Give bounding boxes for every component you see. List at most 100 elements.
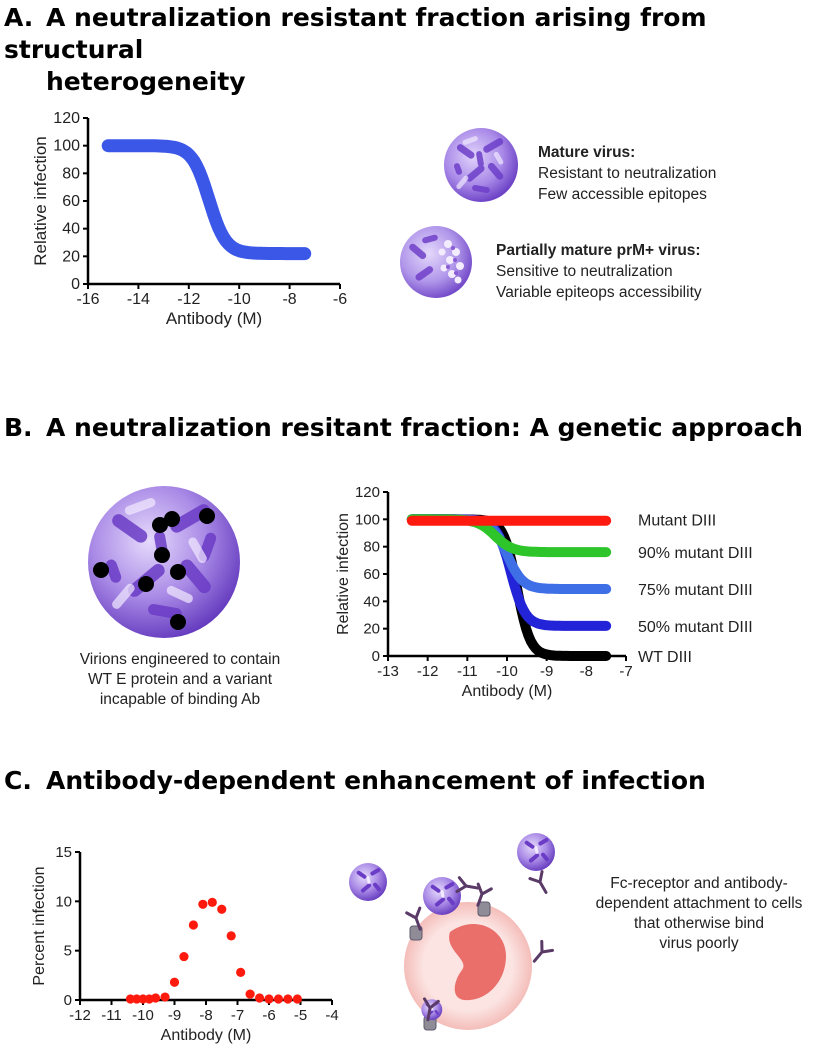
x-tick-label: -14 bbox=[127, 291, 150, 308]
panel-b-letter: B. bbox=[4, 413, 33, 442]
x-tick-label: -8 bbox=[282, 291, 296, 308]
y-tick-label: 60 bbox=[363, 566, 380, 583]
legend-label: 50% mutant DIII bbox=[638, 619, 753, 636]
x-tick-label: -10 bbox=[496, 663, 518, 680]
y-tick-label: 80 bbox=[363, 539, 380, 556]
x-tick-label: -5 bbox=[294, 1007, 307, 1024]
x-tick-label: -12 bbox=[69, 1007, 91, 1024]
x-tick-label: -6 bbox=[333, 291, 347, 308]
mature-virus-description: Mature virus: Resistant to neutralizatio… bbox=[538, 142, 716, 205]
antibody-icon-4 bbox=[528, 870, 554, 898]
data-point bbox=[179, 951, 189, 962]
x-tick-label: -6 bbox=[262, 1007, 275, 1024]
caption-line3: incapable of binding Ab bbox=[99, 691, 261, 708]
mature-virus-line1: Resistant to neutralization bbox=[538, 165, 717, 182]
data-point bbox=[207, 897, 217, 907]
ade-description: Fc-receptor and antibody- dependent atta… bbox=[564, 874, 834, 954]
x-tick-label: -9 bbox=[540, 663, 553, 680]
y-tick-label: 10 bbox=[55, 893, 72, 910]
data-point bbox=[160, 992, 170, 1002]
bound-virus-icon bbox=[423, 877, 461, 915]
data-point bbox=[132, 994, 142, 1004]
engineered-virion-icon bbox=[88, 486, 240, 638]
y-tick-label: 100 bbox=[53, 138, 80, 155]
free-virus-icon-1 bbox=[349, 863, 387, 901]
data-point bbox=[188, 920, 198, 930]
x-tick-label: -11 bbox=[457, 663, 478, 680]
y-tick-label: 80 bbox=[62, 165, 80, 182]
y-tick-label: 20 bbox=[363, 621, 380, 638]
antibody-binding-sites bbox=[93, 508, 215, 630]
partially-mature-virus-line2: Variable epiteops accessibility bbox=[496, 284, 702, 301]
legend-label: WT DIII bbox=[638, 649, 692, 666]
legend-label: 75% mutant DIII bbox=[638, 582, 753, 599]
y-tick-label: 20 bbox=[62, 248, 80, 265]
ade-line2: dependent attachment to cells bbox=[595, 895, 803, 912]
mature-virus-icon bbox=[444, 128, 518, 202]
data-point bbox=[138, 994, 148, 1004]
y-tick-label: 60 bbox=[62, 193, 80, 210]
chart-a: 020406080100120-16-14-12-10-8-6Antibody … bbox=[31, 110, 347, 328]
x-tick-label: -13 bbox=[377, 663, 399, 680]
y-tick-label: 5 bbox=[64, 943, 72, 960]
x-tick-label: -8 bbox=[199, 1007, 212, 1024]
legend-label: Mutant DIII bbox=[638, 512, 716, 529]
antibody-icon-5 bbox=[527, 939, 555, 968]
caption-line2: WT E protein and a variant bbox=[87, 671, 273, 688]
panel-c-title-text: Antibody-dependent enhancement of infect… bbox=[46, 766, 706, 795]
y-tick-label: 15 bbox=[55, 844, 72, 861]
x-tick-label: -9 bbox=[168, 1007, 181, 1024]
data-point bbox=[254, 993, 265, 1003]
data-point bbox=[292, 994, 302, 1004]
ade-line4: virus poorly bbox=[659, 935, 739, 952]
panel-c-title: C. Antibody-dependent enhancement of infe… bbox=[4, 765, 830, 797]
data-point bbox=[151, 993, 161, 1003]
caption-line1: Virions engineered to contain bbox=[79, 651, 281, 668]
x-tick-label: -16 bbox=[76, 291, 99, 308]
x-tick-label: -8 bbox=[580, 663, 593, 680]
data-point bbox=[236, 967, 246, 977]
chart-b: 020406080100120-13-12-11-10-9-8-7Antibod… bbox=[335, 484, 753, 700]
mature-virus-heading: Mature virus: bbox=[538, 144, 636, 161]
y-axis-label: Relative infection bbox=[31, 136, 50, 265]
data-point bbox=[125, 994, 135, 1004]
partially-mature-virus-description: Partially mature prM+ virus: Sensitive t… bbox=[496, 240, 702, 303]
panel-a-letter: A. bbox=[4, 3, 34, 32]
partially-mature-virus-icon bbox=[400, 226, 472, 298]
x-tick-label: -10 bbox=[228, 291, 251, 308]
panel-c-letter: C. bbox=[4, 766, 32, 795]
engineered-virion-caption: Virions engineered to contain WT E prote… bbox=[60, 650, 300, 710]
series-line bbox=[406, 514, 612, 631]
y-tick-label: 120 bbox=[53, 110, 80, 127]
x-axis-label: Antibody (M) bbox=[161, 1027, 252, 1044]
mature-virus-line2: Few accessible epitopes bbox=[538, 186, 707, 203]
x-tick-label: -7 bbox=[231, 1007, 244, 1024]
data-point bbox=[226, 931, 236, 941]
x-tick-label: -12 bbox=[177, 291, 200, 308]
panel-b-title-text: A neutralization resitant fraction: A ge… bbox=[46, 413, 803, 442]
y-axis-label: Relative infection bbox=[335, 513, 352, 635]
free-virus-icon-2 bbox=[517, 833, 555, 871]
data-point bbox=[273, 994, 284, 1004]
data-point bbox=[217, 904, 227, 914]
x-tick-label: -11 bbox=[101, 1007, 122, 1024]
ade-line1: Fc-receptor and antibody- bbox=[610, 875, 788, 892]
x-tick-label: -12 bbox=[417, 663, 439, 680]
data-point bbox=[245, 989, 255, 999]
x-axis-label: Antibody (M) bbox=[166, 309, 262, 328]
y-tick-label: 0 bbox=[64, 992, 72, 1009]
ade-line3: that otherwise bind bbox=[633, 915, 765, 932]
x-tick-label: -10 bbox=[132, 1007, 154, 1024]
y-axis-label: Percent infection bbox=[31, 866, 48, 985]
y-tick-label: 120 bbox=[355, 484, 380, 501]
x-tick-label: -4 bbox=[325, 1007, 338, 1024]
series-line bbox=[101, 139, 312, 261]
host-cell-icon bbox=[404, 902, 532, 1030]
x-tick-label: -7 bbox=[619, 663, 632, 680]
ade-illustration bbox=[349, 833, 555, 1031]
partially-mature-virus-heading: Partially mature prM+ virus: bbox=[496, 242, 701, 259]
data-point bbox=[169, 977, 180, 987]
data-point bbox=[283, 994, 293, 1004]
panel-a-title-line2: heterogeneity bbox=[46, 67, 246, 96]
